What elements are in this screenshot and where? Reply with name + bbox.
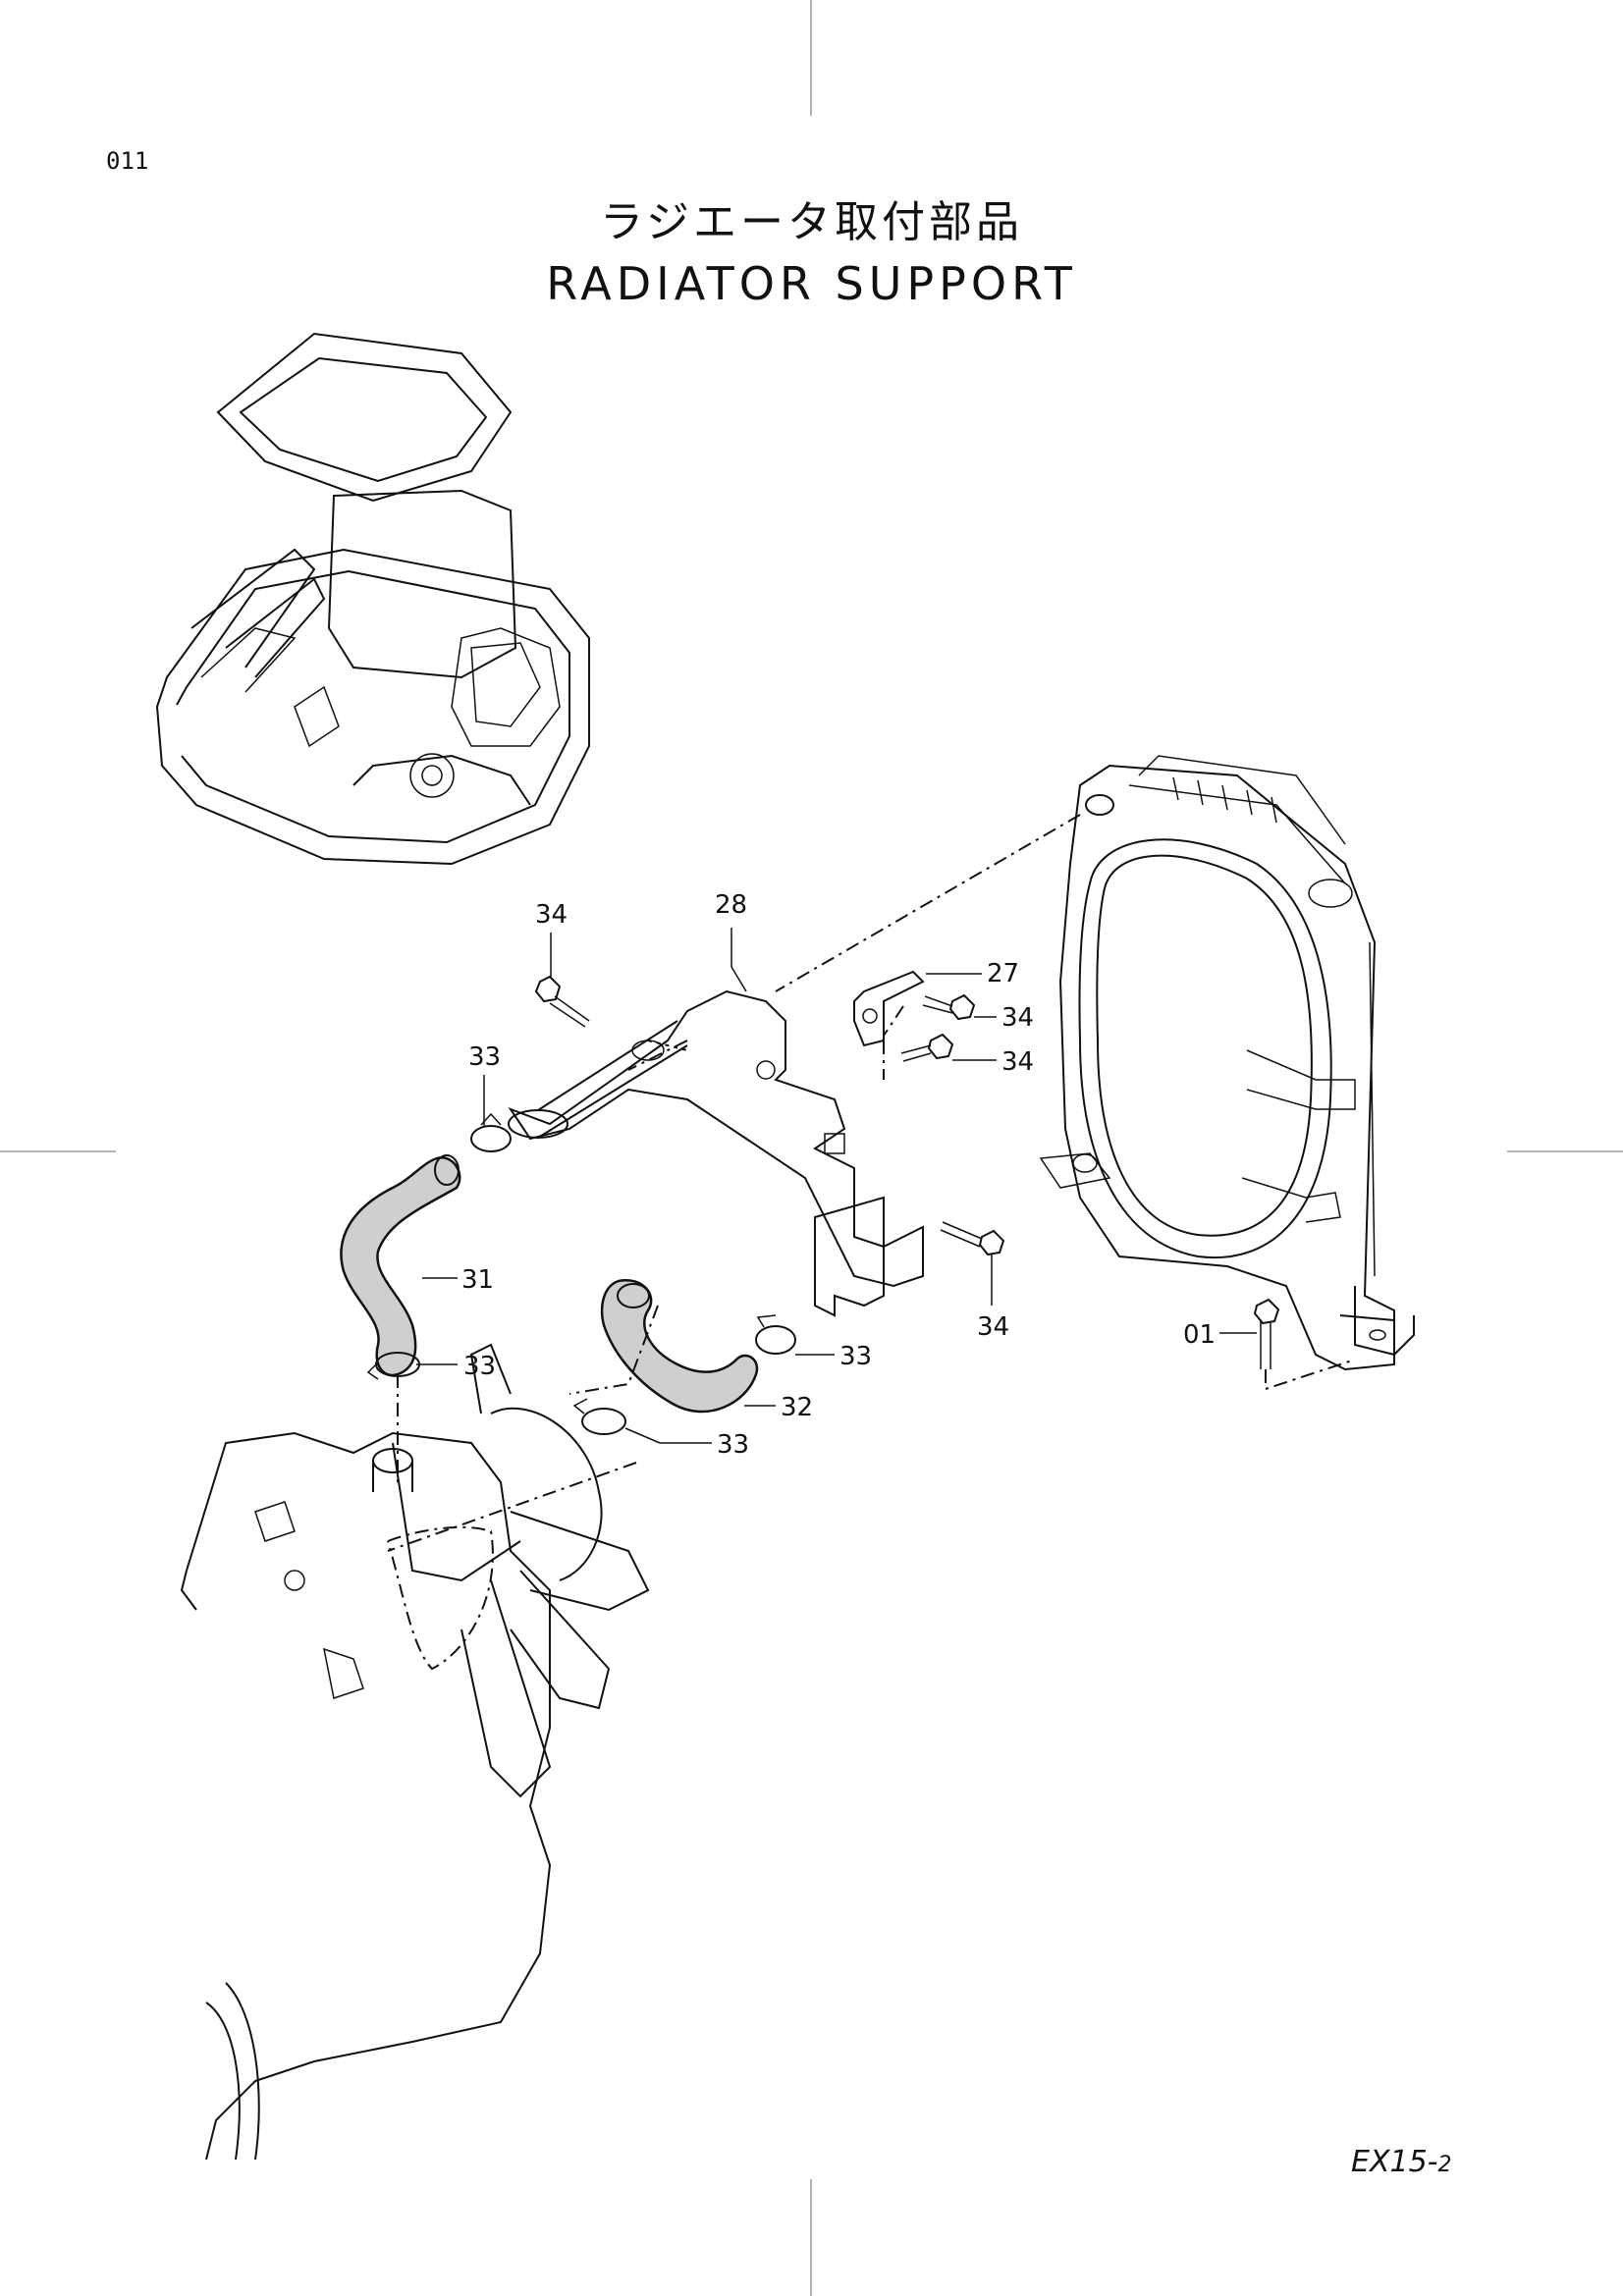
part-28-bracket	[508, 989, 924, 1317]
hose-32	[600, 1278, 759, 1414]
radiator-illustration	[1039, 755, 1415, 1371]
bolts-34	[534, 975, 1005, 1256]
callout-34-bottom: 34	[977, 1312, 1009, 1342]
title-block: ラジエータ取付部品 RADIATOR SUPPORT	[0, 187, 1623, 310]
leader-lines	[416, 928, 1257, 1444]
title-english: RADIATOR SUPPORT	[546, 257, 1077, 310]
assembly-lines	[387, 814, 1356, 1552]
model-code: EX15-2	[1351, 2145, 1452, 2179]
callout-34-right-lower: 34	[1001, 1047, 1034, 1077]
callout-33-upper: 33	[468, 1042, 501, 1072]
bolt-34-right-upper	[922, 993, 976, 1021]
callout-27: 27	[987, 959, 1019, 988]
bolt-34-top-left	[534, 975, 590, 1028]
clamp-33-upper	[470, 1112, 512, 1152]
part-27-bracket	[853, 970, 925, 1047]
title-japanese: ラジエータ取付部品	[599, 197, 1024, 247]
hose-31	[340, 1154, 461, 1377]
bolt-34-bottom	[940, 1221, 1005, 1256]
machine-overview-illustration	[155, 332, 590, 866]
callout-34-right-upper: 34	[1001, 1003, 1034, 1033]
clamp-33-right	[755, 1314, 796, 1355]
callout-32: 32	[781, 1393, 813, 1422]
callouts: 28 27 34 34 34 34 33 33 33 33 31 32 01	[461, 890, 1216, 1460]
model-code-sub: 2	[1437, 2153, 1452, 2177]
callout-33-lower: 33	[717, 1430, 749, 1460]
bolt-34-right-lower	[900, 1033, 954, 1062]
engine-illustration	[180, 1343, 650, 2161]
callout-28: 28	[715, 890, 747, 920]
bolt-01	[1253, 1298, 1280, 1369]
callout-01: 01	[1183, 1320, 1216, 1350]
page-number: 011	[106, 147, 149, 175]
clamp-33-lower	[572, 1398, 626, 1435]
model-code-main: EX15-	[1351, 2145, 1438, 2179]
callout-33-left: 33	[463, 1352, 496, 1381]
callout-34-top: 34	[535, 900, 568, 930]
callout-31: 31	[461, 1265, 494, 1295]
callout-33-right: 33	[839, 1342, 872, 1371]
